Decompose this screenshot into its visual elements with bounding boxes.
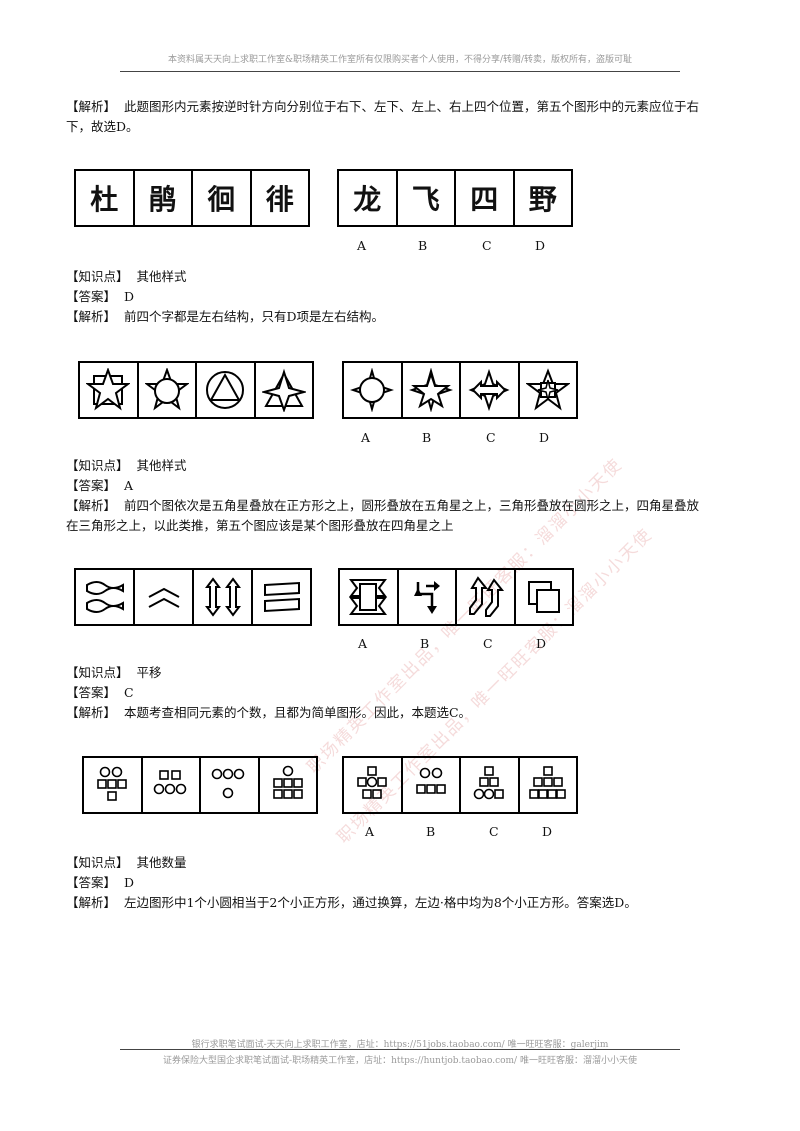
answer-value: A (123, 478, 133, 493)
q1-option-a: 龙 (339, 171, 398, 225)
q3-option-c (457, 570, 516, 624)
option-label-b: B (422, 430, 432, 445)
explanation-tag: 【解析】 (66, 309, 117, 324)
option-label-c: C (483, 636, 493, 651)
explanation-text: 前四个图依次是五角星叠放在正方形之上，圆形叠放在五角星之上，三角形叠放在圆形之上… (123, 498, 699, 513)
answer-tag: 【答案】 (66, 875, 117, 890)
option-label-d: D (539, 430, 550, 445)
shapes-count-cell (143, 758, 201, 812)
q1-char-cell: 杜 (76, 171, 135, 225)
footer-rule (120, 1049, 680, 1050)
q1-option-c: 四 (456, 171, 515, 225)
q1-option-d: 野 (528, 183, 557, 216)
star-in-square-cell (80, 363, 139, 417)
explanation-text: 在三角形之上，以此类推，第五个图应该是某个图形叠放在四角星之上 (66, 518, 454, 533)
footer-line-1: 银行求职笔试面试-天天向上求职工作室，店址：https://51jobs.tao… (191, 1040, 609, 1050)
wave-bands-cell (76, 570, 135, 624)
explanation-tag: 【解析】 (66, 705, 117, 720)
option-label-a: A (357, 238, 367, 253)
triangle-on-circle-cell (197, 363, 256, 417)
bars-cell (253, 570, 310, 624)
footer-line-2: 证券保险大型国企求职笔试面试-职场精英工作室，店址：https://huntjo… (163, 1056, 637, 1066)
option-label-c: C (486, 430, 496, 445)
option-label-b: B (418, 238, 428, 253)
q1-option-b: 飞 (398, 171, 456, 225)
knowledge-point: 平移 (136, 665, 162, 680)
answer-tag: 【答案】 (66, 478, 117, 493)
explanation-tag: 【解析】 (66, 498, 117, 513)
header-rule (120, 71, 680, 72)
answer-value: D (123, 875, 134, 890)
explanation-text: 此题图形内元素按逆时针方向分别位于右下、左下、左上、右上四个位置，第五个图形中的… (123, 99, 699, 114)
q3-answer-block: 【知识点】 平移 【答案】 C 【解析】 本题考查相同元素的个数，且都为简单图形… (66, 663, 756, 723)
q2-option-b (403, 363, 461, 417)
q1-char-cell: 徊 (193, 171, 252, 225)
option-label-d: D (542, 824, 553, 839)
answer-value: C (123, 685, 134, 700)
circle-on-star-cell (139, 363, 197, 417)
q2-option-d (520, 363, 577, 417)
explanation-text: 本题考查相同元素的个数，且都为简单图形。因此，本题选C。 (123, 705, 472, 720)
shapes-count-cell (84, 758, 143, 812)
explanation-text: 下，故选D。 (66, 119, 139, 134)
four-star-on-triangle-cell (256, 363, 313, 417)
q4-option-b (403, 758, 461, 812)
shapes-count-cell (201, 758, 260, 812)
explanation-tag: 【解析】 (66, 895, 117, 910)
q2-options-strip (342, 361, 578, 419)
q4-options-strip (342, 756, 578, 814)
knowledge-tag: 【知识点】 (66, 855, 129, 870)
explanation-tag: 【解析】 (66, 99, 117, 114)
option-label-b: B (420, 636, 430, 651)
q3-options-strip (338, 568, 574, 626)
q0-explanation: 【解析】 此题图形内元素按逆时针方向分别位于右下、左下、左上、右上四个位置，第五… (66, 97, 756, 137)
shapes-count-cell (260, 758, 317, 812)
q4-option-d (520, 758, 577, 812)
knowledge-tag: 【知识点】 (66, 458, 129, 473)
answer-value: D (123, 289, 134, 304)
explanation-text: 左边图形中1个小圆相当于2个小正方形，通过换算，左边·格中均为8个小正方形。答案… (123, 895, 637, 910)
option-label-d: D (535, 238, 546, 253)
knowledge-tag: 【知识点】 (66, 269, 129, 284)
option-label-c: C (489, 824, 499, 839)
chevrons-cell (135, 570, 194, 624)
q2-option-c (461, 363, 520, 417)
q4-question-strip (82, 756, 318, 814)
q1-char-cell: 鹃 (135, 171, 193, 225)
page-header: 本资料属天天向上求职工作室&职场精英工作室所有仅限购买者个人使用，不得分享/转赠… (167, 55, 633, 65)
q3-option-b (399, 570, 457, 624)
q4-option-a (344, 758, 403, 812)
q2-answer-block: 【知识点】 其他样式 【答案】 A 【解析】 前四个图依次是五角星叠放在正方形之… (66, 456, 756, 536)
option-label-a: A (358, 636, 368, 651)
explanation-text: 前四个字都是左右结构，只有D项是左右结构。 (123, 309, 384, 324)
q3-option-a (340, 570, 399, 624)
answer-tag: 【答案】 (66, 289, 117, 304)
answer-tag: 【答案】 (66, 685, 117, 700)
option-label-b: B (426, 824, 436, 839)
option-label-a: A (361, 430, 371, 445)
knowledge-point: 其他样式 (136, 269, 187, 284)
q1-question-strip: 杜 鹃 徊 徘 (74, 169, 310, 227)
q4-answer-block: 【知识点】 其他数量 【答案】 D 【解析】 左边图形中1个小圆相当于2个小正方… (66, 853, 756, 913)
knowledge-point: 其他样式 (136, 458, 187, 473)
q2-option-a (344, 363, 403, 417)
knowledge-tag: 【知识点】 (66, 665, 129, 680)
q2-question-strip (78, 361, 314, 419)
option-label-a: A (365, 824, 375, 839)
knowledge-point: 其他数量 (136, 855, 187, 870)
q4-option-c (461, 758, 520, 812)
option-label-d: D (536, 636, 547, 651)
q1-options-strip: 龙 飞 四 野 (337, 169, 573, 227)
q3-option-d (516, 570, 573, 624)
q1-char-cell: 徘 (265, 183, 294, 216)
option-label-c: C (482, 238, 492, 253)
q3-question-strip (74, 568, 312, 626)
double-arrows-cell (194, 570, 253, 624)
q1-answer-block: 【知识点】 其他样式 【答案】 D 【解析】 前四个字都是左右结构，只有D项是左… (66, 267, 756, 327)
